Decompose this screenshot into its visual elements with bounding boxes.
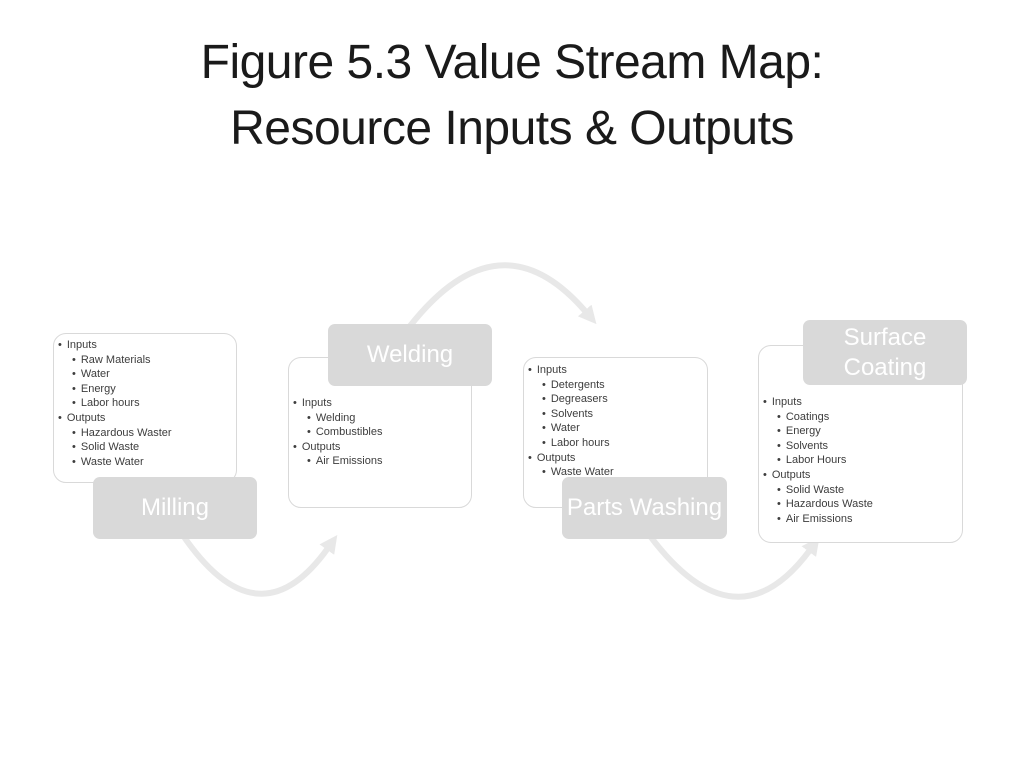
list-item: Degreasers	[526, 392, 703, 407]
list-item: Energy	[761, 424, 958, 439]
list-item: Waste Water	[526, 465, 703, 480]
process-io-box-milling: InputsRaw MaterialsWaterEnergyLabor hour…	[53, 333, 237, 483]
list-item: Labor hours	[526, 436, 703, 451]
process-label-parts-washing: Parts Washing	[562, 477, 727, 539]
slide-title: Figure 5.3 Value Stream Map: Resource In…	[0, 30, 1024, 162]
list-item: Hazardous Waster	[56, 426, 232, 441]
slide-title-line1: Figure 5.3 Value Stream Map:	[200, 36, 824, 89]
process-label-surface-coating: Surface Coating	[803, 320, 967, 385]
list-item: Water	[56, 367, 232, 382]
process-label-welding: Welding	[328, 324, 492, 386]
slide-title-line2: Resource Inputs & Outputs	[230, 102, 794, 155]
list-heading: Inputs	[526, 363, 703, 378]
list-item: Solid Waste	[761, 483, 958, 498]
process-label-milling: Milling	[93, 477, 257, 539]
curved-arrow-welding-to-parts-washing-icon	[407, 262, 597, 328]
list-item: Air Emissions	[291, 454, 467, 469]
list-heading: Outputs	[761, 468, 958, 483]
list-item: Solvents	[761, 439, 958, 454]
list-heading: Outputs	[56, 411, 232, 426]
curved-arrow-milling-to-welding-icon	[179, 532, 338, 597]
list-heading: Outputs	[291, 440, 467, 455]
list-item: Welding	[291, 411, 467, 426]
curved-arrow-parts-washing-to-surface-coating-icon	[647, 534, 820, 600]
list-item: Coatings	[761, 410, 958, 425]
list-item: Labor hours	[56, 396, 232, 411]
list-item: Solid Waste	[56, 440, 232, 455]
list-heading: Outputs	[526, 451, 703, 466]
list-item: Solvents	[526, 407, 703, 422]
list-item: Hazardous Waste	[761, 497, 958, 512]
list-heading: Inputs	[761, 395, 958, 410]
list-item: Raw Materials	[56, 353, 232, 368]
list-heading: Inputs	[291, 396, 467, 411]
list-item: Air Emissions	[761, 512, 958, 527]
list-item: Detergents	[526, 378, 703, 393]
list-item: Labor Hours	[761, 453, 958, 468]
list-item: Energy	[56, 382, 232, 397]
list-heading: Inputs	[56, 338, 232, 353]
list-item: Water	[526, 421, 703, 436]
list-item: Combustibles	[291, 425, 467, 440]
list-item: Waste Water	[56, 455, 232, 470]
